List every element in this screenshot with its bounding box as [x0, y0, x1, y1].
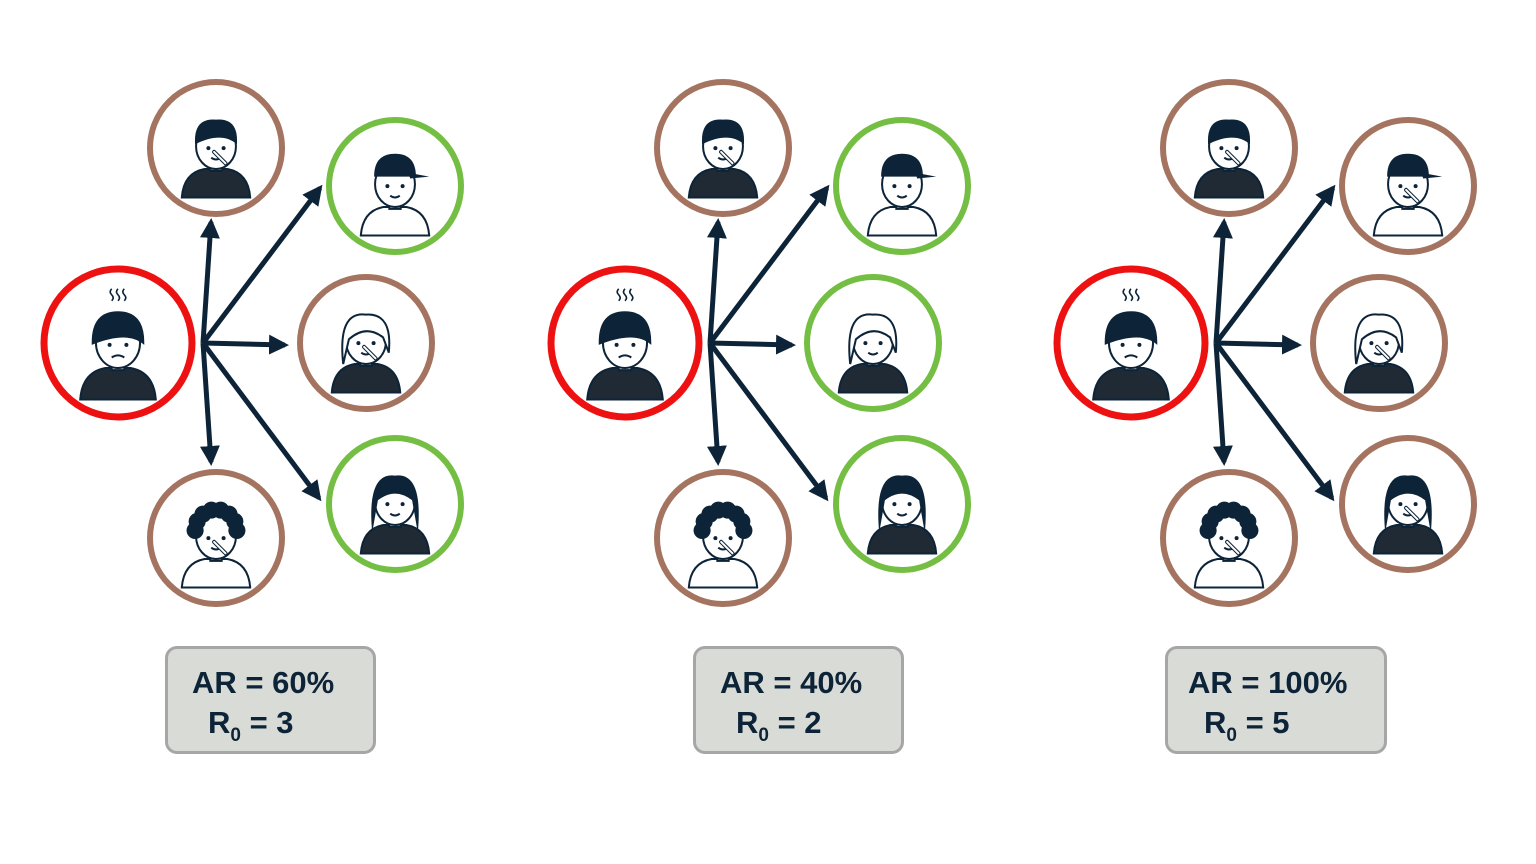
transmission-arrow [201, 184, 323, 345]
transmission-arrow [1214, 184, 1336, 345]
transmission-arrow [1212, 342, 1233, 466]
r0-value: = 3 [240, 705, 294, 740]
girl-icon [804, 274, 942, 412]
r0-subscript: 0 [1226, 725, 1237, 746]
r0-subscript: 0 [758, 725, 769, 746]
stat-box-1: AR = 60% R0 = 3 [165, 646, 376, 754]
scenario-group-1 [40, 79, 464, 607]
long-hair-girl-icon [833, 435, 971, 573]
transmission-arrow [202, 334, 289, 355]
boy-icon [654, 79, 792, 217]
transmission-arrow [199, 218, 220, 344]
transmission-arrow [200, 341, 322, 502]
curly-boy-icon [147, 469, 285, 607]
transmission-arrow [1215, 334, 1302, 355]
long-hair-girl-icon [1339, 435, 1477, 573]
sick-boy-icon [40, 265, 196, 421]
scenario-group-2 [547, 79, 971, 607]
r0-prefix: R [208, 705, 231, 740]
curly-boy-icon [1160, 469, 1298, 607]
transmission-arrow [707, 341, 829, 502]
transmission-arrow [1212, 218, 1233, 344]
cap-boy-icon [833, 117, 971, 255]
transmission-arrow [706, 342, 727, 466]
transmission-arrow [708, 184, 830, 345]
transmission-arrow [706, 218, 727, 344]
stat-box-3: AR = 100% R0 = 5 [1165, 646, 1387, 754]
transmission-arrow [709, 334, 796, 355]
r0-subscript: 0 [230, 725, 241, 746]
boy-icon [147, 79, 285, 217]
sick-boy-icon [1053, 265, 1209, 421]
scenario-group-3 [1053, 79, 1477, 607]
r0-label: R0 = 2 [736, 703, 822, 746]
attack-rate-label: AR = 60% [192, 665, 335, 700]
girl-icon [297, 274, 435, 412]
curly-boy-icon [654, 469, 792, 607]
transmission-arrow [199, 342, 220, 466]
r0-label: R0 = 5 [1204, 703, 1290, 746]
sick-boy-icon [547, 265, 703, 421]
transmission-arrow [1213, 341, 1335, 502]
attack-rate-label: AR = 40% [720, 665, 863, 700]
long-hair-girl-icon [326, 435, 464, 573]
boy-icon [1160, 79, 1298, 217]
r0-label: R0 = 3 [208, 703, 294, 746]
cap-boy-icon [1339, 117, 1477, 255]
cap-boy-icon [326, 117, 464, 255]
girl-icon [1310, 274, 1448, 412]
stat-box-2: AR = 40% R0 = 2 [693, 646, 904, 754]
r0-prefix: R [1204, 705, 1227, 740]
r0-value: = 2 [768, 705, 822, 740]
attack-rate-label: AR = 100% [1188, 665, 1348, 700]
r0-prefix: R [736, 705, 759, 740]
r0-value: = 5 [1236, 705, 1290, 740]
